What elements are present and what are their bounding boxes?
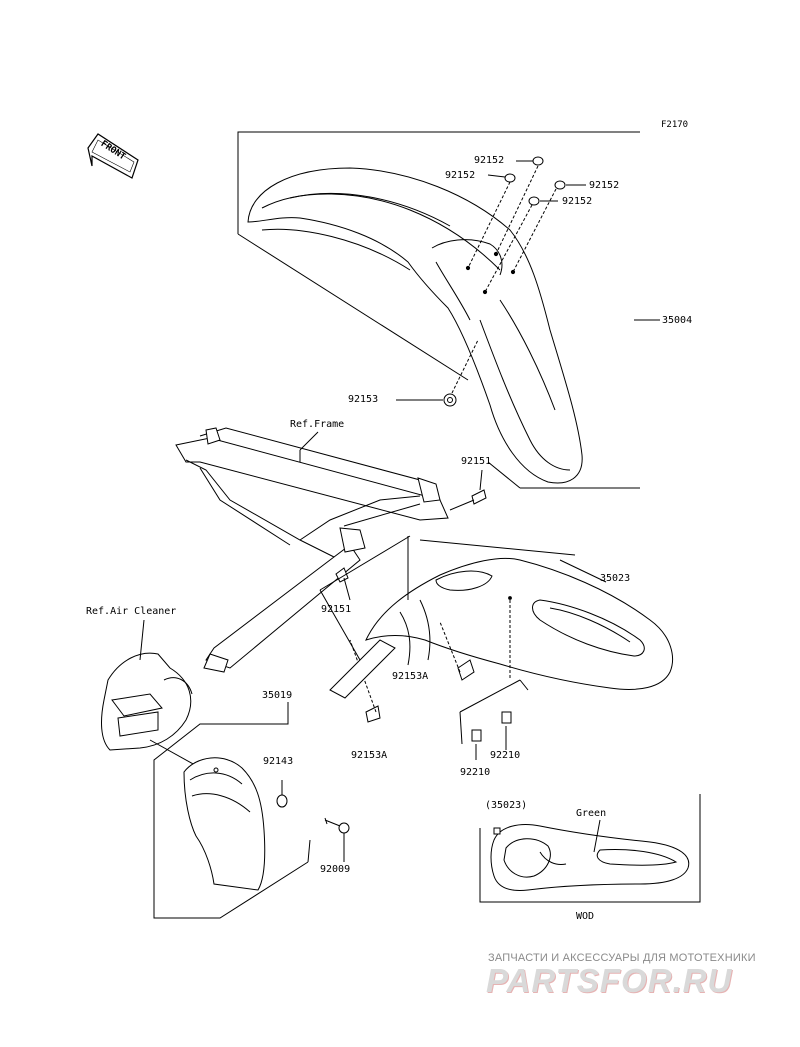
collar-92143 (276, 780, 288, 808)
label-92152-a: 92152 (474, 155, 505, 166)
label-92152-c: 92152 (589, 180, 620, 191)
mud-flap-bracket (153, 702, 311, 919)
bolt-92151-upper (449, 469, 487, 511)
label-92151-lower: 92151 (321, 604, 352, 615)
label-92210-left: 92210 (460, 767, 491, 778)
rear-fender-green-variant (490, 819, 690, 891)
front-fender-35004 (247, 167, 583, 484)
label-92153a-lower: 92153A (351, 750, 388, 761)
label-92153: 92153 (348, 394, 379, 405)
rear-fender-35023 (365, 539, 673, 690)
mud-flap-35019 (183, 757, 266, 891)
label-ref-air-cleaner: Ref.Air Cleaner (86, 606, 177, 617)
label-35023-variant: (35023) (485, 800, 528, 811)
label-92153a-upper: 92153A (392, 671, 429, 682)
washer-92152 (467, 156, 586, 293)
label-92151-upper: 92151 (461, 456, 492, 467)
label-variant-code: WOD (576, 911, 595, 922)
label-35004: 35004 (662, 315, 693, 326)
rear-frame (175, 427, 449, 673)
label-35019: 35019 (262, 690, 293, 701)
bolt-92153 (396, 339, 479, 407)
figure-code: F2170 (661, 120, 689, 130)
label-92152-b: 92152 (445, 170, 476, 181)
watermark-subtitle: ЗАПЧАСТИ И АКСЕССУАРЫ ДЛЯ МОТОТЕХНИКИ (488, 952, 756, 964)
label-92143: 92143 (263, 756, 294, 767)
label-92009: 92009 (320, 864, 351, 875)
front-fender-bracket (237, 131, 660, 489)
watermark-brand: PARTSFOR.RU (486, 962, 733, 999)
bolt-92153a (329, 621, 475, 723)
nut-92210 (471, 711, 512, 760)
label-35023: 35023 (600, 573, 631, 584)
rear-fender-bracket (319, 535, 529, 745)
label-92210-right: 92210 (490, 750, 521, 761)
front-arrow-icon (87, 133, 139, 179)
label-92152-d: 92152 (562, 196, 593, 207)
variant-bracket (479, 794, 701, 903)
bolt-92009 (324, 817, 350, 862)
label-color-green: Green (576, 808, 607, 819)
label-ref-frame: Ref.Frame (290, 419, 345, 430)
